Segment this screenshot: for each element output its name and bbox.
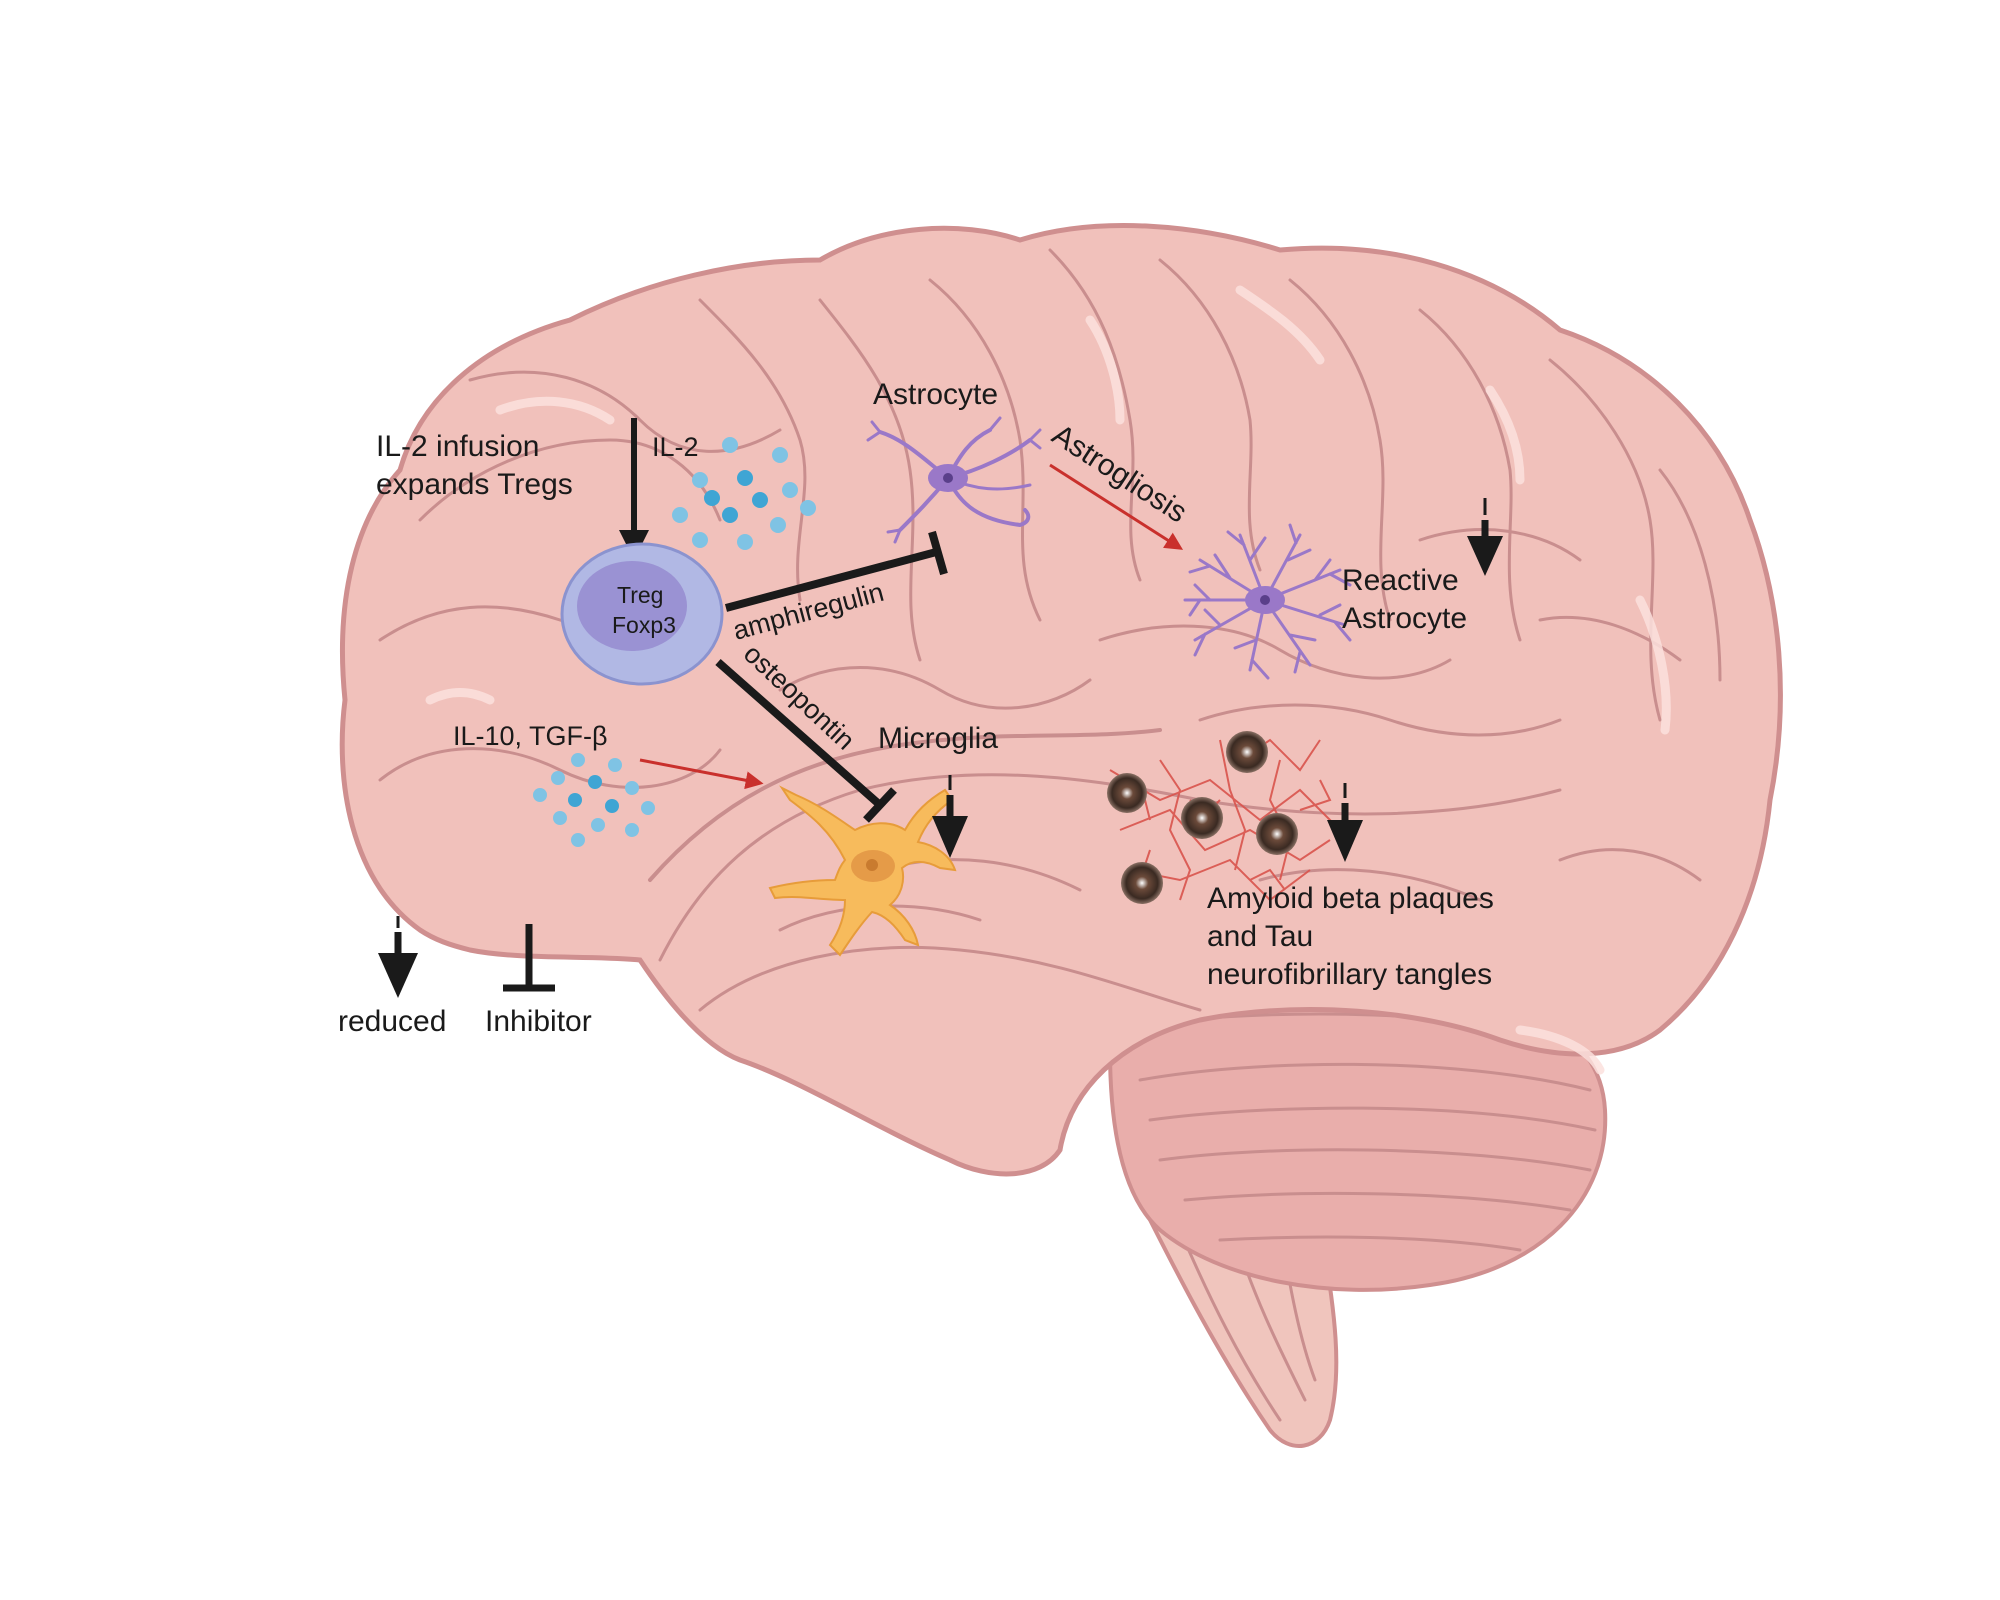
treg-cell-icon bbox=[560, 542, 724, 686]
reactive-astrocyte-label-line1: Reactive bbox=[1342, 564, 1459, 597]
brain-illustration bbox=[339, 223, 1783, 1448]
legend-reduced-label: reduced bbox=[338, 1005, 446, 1038]
amyloid-label-line2: and Tau bbox=[1207, 920, 1313, 953]
treg-label-line1: Treg bbox=[617, 582, 663, 608]
il10-tgfb-arrow bbox=[639, 758, 764, 790]
osteopontin-inhibition-bar bbox=[863, 787, 897, 823]
microglia-reduced-arrow bbox=[932, 775, 968, 858]
treg-label-line2: Foxp3 bbox=[612, 612, 676, 638]
il2-label: IL-2 bbox=[652, 432, 699, 462]
astrocyte-label: Astrocyte bbox=[873, 378, 998, 411]
il2-cytokine-dots bbox=[672, 437, 816, 550]
amyloid-plaques-icon bbox=[1107, 731, 1341, 904]
il10-tgfb-cytokine-dots bbox=[533, 753, 655, 847]
osteopontin-inhibition-line bbox=[715, 659, 883, 808]
legend-inhibitor-icon bbox=[503, 924, 555, 992]
amphiregulin-inhibition-bar bbox=[928, 530, 948, 576]
amyloid-label-line3: neurofibrillary tangles bbox=[1207, 958, 1492, 991]
cerebrum bbox=[339, 223, 1783, 1177]
reactive-astrocyte-label-line2: Astrocyte bbox=[1342, 602, 1467, 635]
amphiregulin-inhibition-line bbox=[724, 547, 942, 612]
il2-infusion-label-line1: IL-2 infusion bbox=[376, 430, 539, 463]
astrogliosis-arrow bbox=[1049, 463, 1184, 550]
amyloid-reduced-arrow bbox=[1327, 783, 1363, 862]
legend-reduced-arrow-icon bbox=[378, 916, 418, 998]
legend-inhibitor-label: Inhibitor bbox=[485, 1005, 592, 1038]
microglia-icon bbox=[768, 785, 957, 957]
il2-infusion-label-line2: expands Tregs bbox=[376, 468, 573, 501]
il10-tgfb-label: IL-10, TGF-β bbox=[453, 721, 608, 751]
reactive-astrocyte-icon bbox=[1183, 523, 1352, 680]
microglia-label: Microglia bbox=[878, 722, 998, 755]
reactive-astrocyte-reduced-arrow bbox=[1467, 498, 1503, 576]
astrocyte-icon bbox=[866, 416, 1042, 544]
amyloid-label-line1: Amyloid beta plaques bbox=[1207, 882, 1494, 915]
legend: reduced Inhibitor bbox=[338, 916, 592, 1038]
